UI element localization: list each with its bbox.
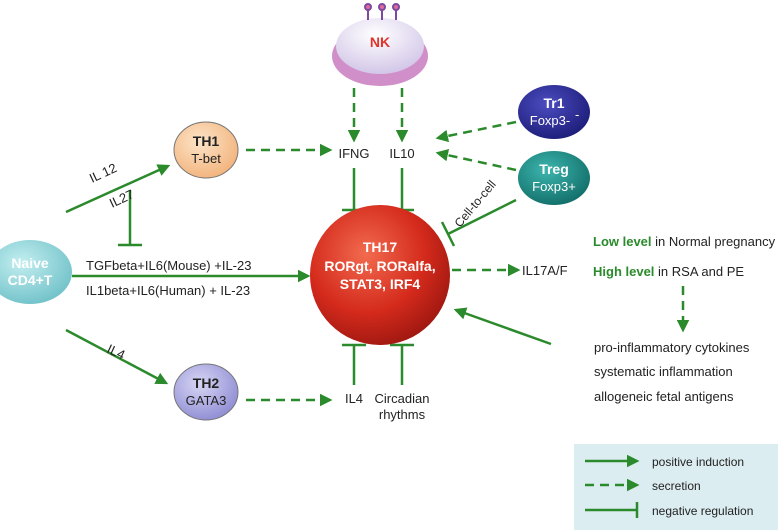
label-il4: IL4: [345, 391, 363, 406]
treg-subtitle: Foxp3+: [532, 179, 576, 194]
edge-naive-th2: [65, 328, 169, 385]
th17-body: [310, 205, 450, 345]
negative-edges: [118, 168, 517, 385]
nk-receptors-icon: [364, 3, 400, 20]
naive-body: [0, 240, 72, 304]
high-level-context: in RSA and PE: [654, 264, 744, 279]
legend-background: [574, 444, 778, 530]
low-level-line: Low level in Normal pregnancy: [593, 234, 776, 249]
tr1-title: Tr1: [543, 95, 564, 111]
label-circadian-2: rhythms: [379, 407, 426, 422]
th17-title: TH17: [363, 239, 397, 255]
th17-cell: TH17 RORgt, RORalfa, STAT3, IRF4: [310, 205, 450, 345]
th1-title: TH1: [193, 133, 220, 149]
factor-item: pro-inflammatory cytokines: [594, 340, 750, 355]
nk-body: [336, 18, 424, 74]
legend-secretion-label: secretion: [652, 479, 701, 493]
nk-cell: NK: [332, 3, 428, 86]
th17-line2: STAT3, IRF4: [340, 276, 421, 292]
th2-subtitle: GATA3: [186, 393, 227, 408]
factor-item: allogeneic fetal antigens: [594, 389, 734, 404]
th1-subtitle: T-bet: [191, 151, 221, 166]
label-il1: IL1beta+IL6(Human) + IL-23: [86, 283, 250, 298]
factor-item: systematic inflammation: [594, 364, 733, 379]
legend-negative-label: negative regulation: [652, 504, 753, 518]
th1-cell: TH1 T-bet: [173, 121, 239, 179]
naive-cell: Naive CD4+T: [0, 240, 72, 304]
label-tgf: TGFbeta+IL6(Mouse) +IL-23: [86, 258, 251, 273]
label-ifng: IFNG: [338, 146, 369, 161]
edge-treg-inhibit: [447, 198, 517, 236]
tr1-cell: Tr1 Foxp3- -: [518, 85, 590, 139]
legend-positive-label: positive induction: [652, 455, 744, 469]
naive-line2: CD4+T: [8, 272, 53, 288]
high-level-label: High level: [593, 264, 654, 279]
edge-treg-il10: [435, 149, 517, 172]
label-cell-to-cell: Cell-to-cell: [452, 178, 499, 230]
label-il12: IL 12: [87, 160, 119, 186]
label-circadian-1: Circadian: [375, 391, 430, 406]
th2-body: [173, 363, 239, 421]
label-il27: IL27: [107, 186, 136, 210]
naive-line1: Naive: [11, 255, 49, 271]
edge-naive-th1: [65, 164, 171, 214]
label-il10: IL10: [389, 146, 414, 161]
label-il4-edge: IL4: [105, 341, 128, 362]
th17-line1: RORgt, RORalfa,: [324, 258, 435, 274]
treg-cell: Treg Foxp3+: [518, 151, 590, 205]
edge-factors-th17: [453, 307, 552, 346]
th2-cell: TH2 GATA3: [173, 363, 239, 421]
secretion-edges: [246, 88, 690, 407]
low-level-context: in Normal pregnancy: [652, 234, 776, 249]
th2-title: TH2: [193, 375, 220, 391]
legend: positive induction secretion negative re…: [574, 444, 778, 530]
th1-body: [173, 121, 239, 179]
treg-title: Treg: [539, 161, 569, 177]
positive-edges: [65, 164, 552, 385]
edge-treg-bar: [440, 221, 456, 247]
low-level-label: Low level: [593, 234, 652, 249]
tr1-subtitle: Foxp3-: [530, 113, 570, 128]
nk-title: NK: [370, 34, 390, 50]
edge-tr1-il10: [435, 120, 517, 143]
tr1-body: [518, 85, 590, 139]
treg-body: [518, 151, 590, 205]
label-il17: IL17A/F: [522, 263, 568, 278]
high-level-line: High level in RSA and PE: [593, 264, 744, 279]
svg-text:-: -: [575, 107, 579, 122]
